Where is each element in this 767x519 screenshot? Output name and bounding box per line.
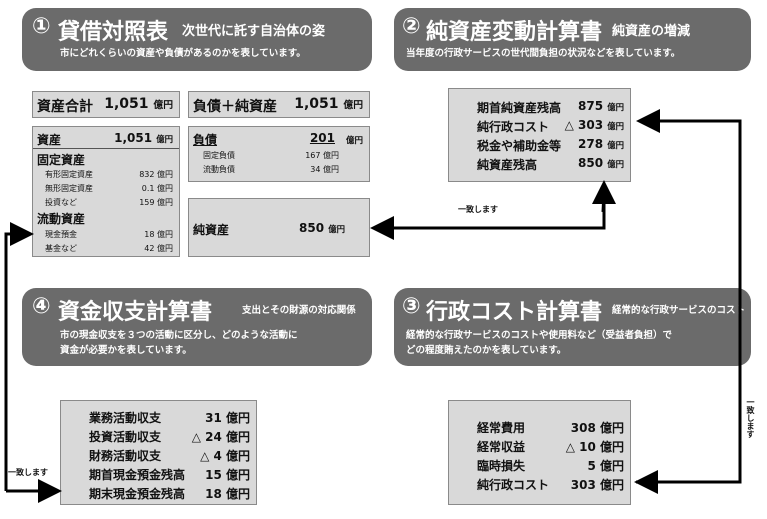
cost-box: 経常費用 308 億円 経常収益 △ 10 億円 臨時損失 5 億円 純行政コス…	[448, 400, 631, 505]
liability-item-label: 固定負債	[203, 151, 235, 160]
assets-total-value: 1,051 億円	[104, 96, 173, 112]
cost-row-value: 5 億円	[587, 459, 624, 473]
nw-row-label: 税金や補助金等	[477, 139, 562, 153]
fixed-item-label: 無形固定資産	[45, 184, 93, 193]
cost-row-label: 臨時損失	[477, 459, 526, 473]
cost-row-value: △ 10 億円	[565, 440, 624, 454]
cost-row-value: 303 億円	[570, 478, 624, 492]
net-assets-subtitle: 純資産の増減	[612, 24, 691, 39]
nw-row-label: 純行政コスト	[477, 120, 550, 134]
net-assets-value: 850 億円	[299, 221, 345, 235]
assets-total-box: 資産合計 1,051 億円	[32, 91, 180, 118]
balance-sheet-title: 貸借対照表	[58, 20, 169, 45]
net-assets-label: 純資産	[193, 223, 230, 237]
net-assets-banner: ② 純資産変動計算書 純資産の増減 当年度の行政サービスの世代間負担の状況などを…	[394, 8, 751, 71]
assets-value: 1,051 億円	[114, 131, 173, 145]
cost-title: 行政コスト計算書	[426, 300, 603, 325]
assets-box: 資産 1,051 億円 固定資産 有形固定資産 832 億円 無形固定資産 0.…	[32, 126, 180, 257]
nw-row-label: 期首純資産残高	[477, 101, 562, 115]
cf-row-value: 31 億円	[205, 411, 250, 425]
liabilities-label: 負債	[193, 133, 218, 147]
assets-divider	[33, 148, 179, 149]
balance-sheet-banner: ① 貸借対照表 次世代に託す自治体の姿 市にどれくらいの資産や負債があるのかを表…	[22, 8, 372, 71]
cash-flow-desc-line-1: 市の現金収支を３つの活動に区分し、どのような活動に	[60, 330, 298, 341]
cash-flow-banner: ④ 資金収支計算書 支出とその財源の対応関係 市の現金収支を３つの活動に区分し、…	[22, 288, 372, 366]
cost-row-label: 経常費用	[477, 421, 526, 435]
current-item-label: 現金預金	[45, 230, 77, 239]
net-assets-box: 純資産 850 億円	[188, 198, 370, 257]
liabilities-net-total-box: 負債＋純資産 1,051 億円	[188, 91, 370, 118]
cf-row-value: 15 億円	[205, 468, 250, 482]
cost-banner: ③ 行政コスト計算書 経常的な行政サービスのコスト 経常的な行政サービスのコスト…	[394, 288, 751, 366]
liability-item-value: 167 億円	[305, 151, 339, 160]
cash-flow-desc-line-2: 資金が必要かを表しています。	[60, 345, 192, 356]
cash-flow-subtitle: 支出とその財源の対応関係	[242, 305, 356, 316]
arrow-cost-to-net-assets	[636, 109, 742, 484]
cf-row-value: 18 億円	[205, 487, 250, 501]
cf-row-label: 期首現金預金残高	[89, 468, 186, 482]
cash-flow-box: 業務活動収支 31 億円 投資活動収支 △ 24 億円 財務活動収支 △ 4 億…	[60, 400, 257, 505]
fixed-item-value: 0.1 億円	[141, 184, 173, 193]
cost-desc-line-2: どの程度賄えたのかを表しています。	[406, 345, 567, 356]
cf-row-label: 投資活動収支	[89, 430, 162, 444]
assets-total-label: 資産合計	[37, 99, 93, 115]
balance-sheet-number: ①	[32, 14, 51, 39]
liabilities-unit: 億円	[345, 136, 363, 146]
liabilities-net-total-label: 負債＋純資産	[193, 99, 277, 115]
match-note-2: 一致します	[746, 398, 755, 438]
fixed-item-label: 有形固定資産	[45, 170, 93, 179]
fixed-item-value: 159 億円	[139, 198, 173, 207]
cf-row-value: △ 24 億円	[191, 430, 250, 444]
current-assets-label: 流動資産	[37, 212, 86, 226]
nw-row-value: 278 億円	[578, 137, 624, 151]
match-note-3: 一致します	[8, 468, 48, 477]
nw-row-value: △ 303 億円	[564, 118, 624, 132]
assets-label: 資産	[37, 133, 62, 147]
current-item-value: 42 億円	[144, 244, 173, 253]
net-assets-desc: 当年度の行政サービスの世代間負担の状況などを表しています。	[406, 48, 681, 59]
fixed-assets-label: 固定資産	[37, 153, 86, 167]
fixed-item-label: 投資など	[45, 198, 77, 207]
net-assets-statement-box: 期首純資産残高 875 億円 純行政コスト △ 303 億円 税金や補助金等 2…	[448, 88, 631, 182]
cash-flow-number: ④	[32, 294, 51, 319]
nw-row-value: 850 億円	[578, 156, 624, 170]
cost-number: ③	[402, 294, 421, 319]
liabilities-box: 負債 201 億円 固定負債 167 億円 流動負債 34 億円	[188, 126, 370, 182]
net-assets-number: ②	[402, 14, 421, 39]
balance-sheet-subtitle: 次世代に託す自治体の姿	[182, 24, 326, 39]
match-note-1: 一致します	[458, 205, 498, 214]
cash-flow-title: 資金収支計算書	[58, 300, 213, 325]
cf-row-label: 業務活動収支	[89, 411, 162, 425]
cf-row-label: 財務活動収支	[89, 449, 162, 463]
cost-subtitle: 経常的な行政サービスのコスト	[612, 305, 746, 316]
current-item-value: 18 億円	[144, 230, 173, 239]
liabilities-net-total-value: 1,051 億円	[294, 96, 363, 112]
liabilities-value: 201	[309, 131, 335, 145]
net-assets-title: 純資産変動計算書	[426, 20, 603, 45]
liability-item-label: 流動負債	[203, 165, 235, 174]
cost-row-value: 308 億円	[570, 421, 624, 435]
liability-item-value: 34 億円	[310, 165, 339, 174]
current-item-label: 基金など	[45, 244, 77, 253]
cf-row-label: 期末現金預金残高	[89, 487, 186, 501]
cost-row-label: 経常収益	[477, 440, 526, 454]
arrow-cash-to-balance-sheet	[4, 222, 34, 491]
nw-row-label: 純資産残高	[477, 158, 538, 172]
cost-desc-line-1: 経常的な行政サービスのコストや使用料など（受益者負担）で	[406, 330, 673, 341]
cost-row-label: 純行政コスト	[477, 478, 550, 492]
fixed-item-value: 832 億円	[139, 170, 173, 179]
balance-sheet-desc: 市にどれくらいの資産や負債があるのかを表しています。	[60, 48, 306, 59]
nw-row-value: 875 億円	[578, 99, 624, 113]
cf-row-value: △ 4 億円	[200, 449, 250, 463]
